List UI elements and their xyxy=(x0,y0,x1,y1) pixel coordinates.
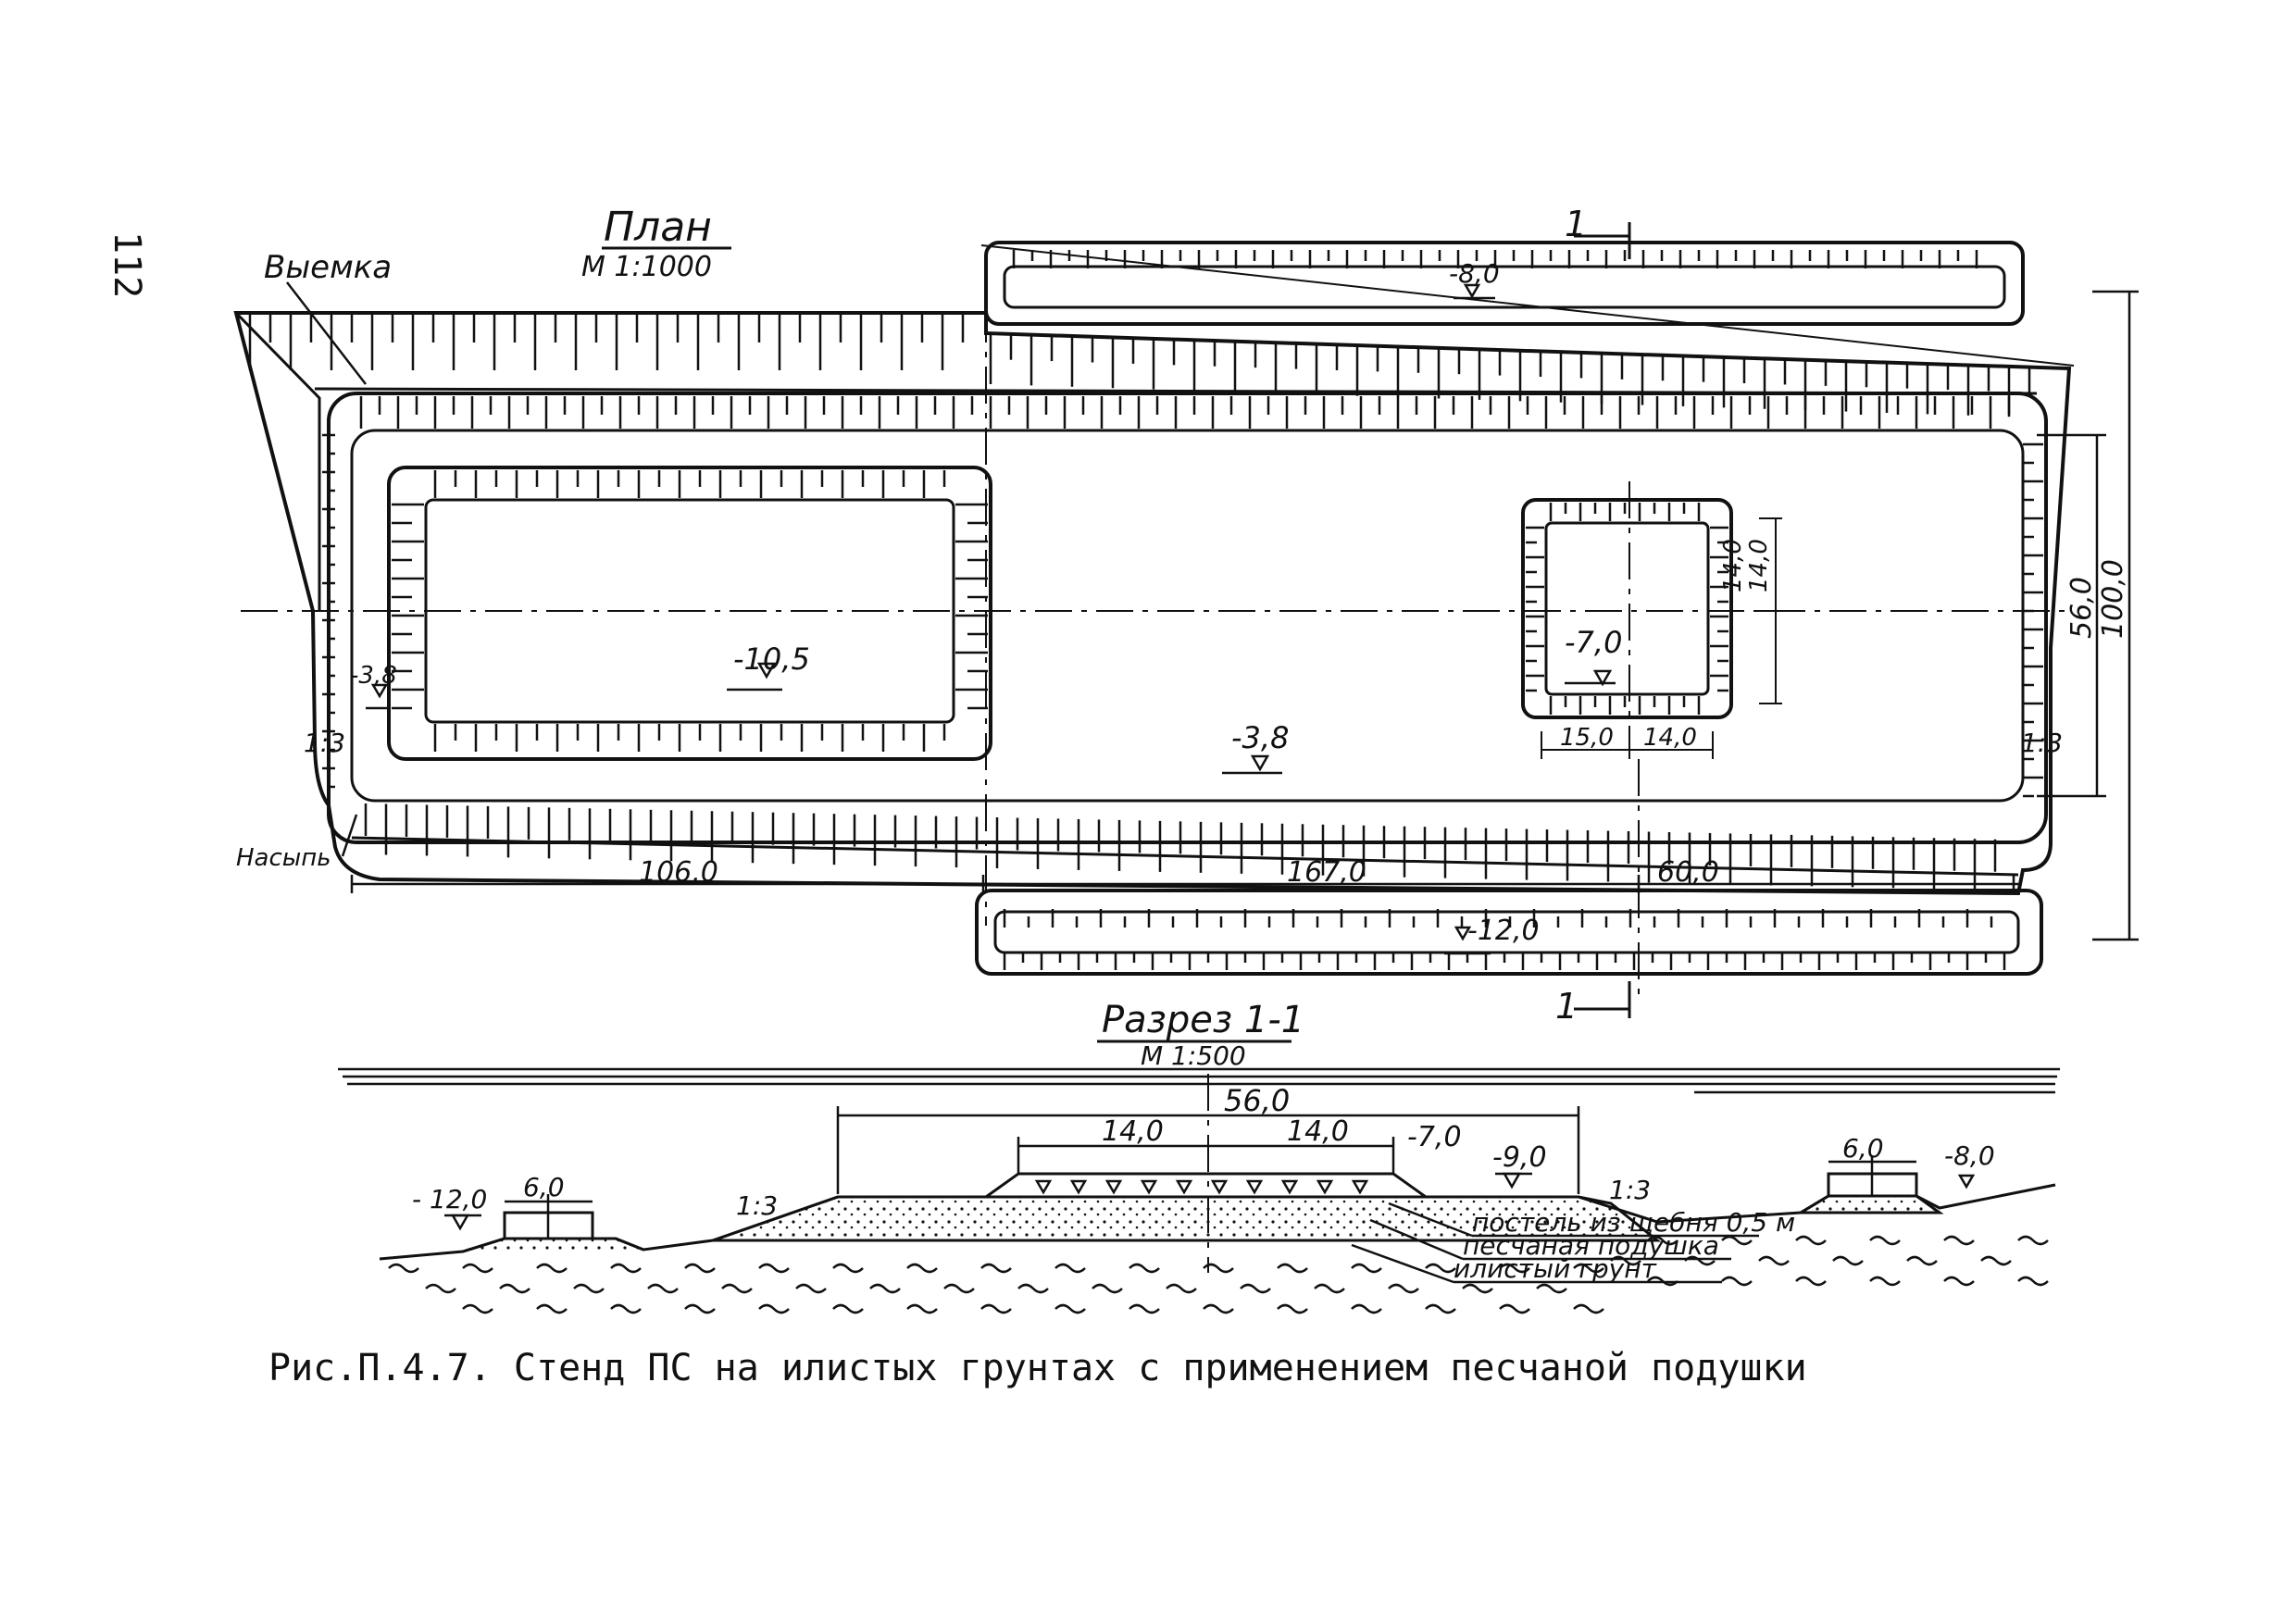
plan-top-channel xyxy=(984,241,2025,326)
plan-slope-right: 1:3 xyxy=(2021,728,2063,758)
dim-106: 106,0 xyxy=(639,856,718,889)
plan-hatch-top xyxy=(248,315,2031,417)
dim-56: 56,0 xyxy=(2065,577,2098,639)
plan-inner-rect xyxy=(350,429,2025,803)
leader-excavation xyxy=(286,281,367,385)
elev-right-pit: -7,0 xyxy=(1565,625,1622,660)
plan-hatch-bottom xyxy=(364,803,1997,890)
plan-outer-contour xyxy=(233,311,2072,896)
section-mark-top: 1 xyxy=(1565,204,1587,244)
plan-hatch-right xyxy=(2023,442,2043,798)
section-elev-7: -7,0 xyxy=(1407,1121,1462,1153)
section-water-surface xyxy=(338,1067,2060,1094)
dim-60: 60,0 xyxy=(1657,856,1719,889)
section-dim-56: 56,0 xyxy=(1224,1083,1290,1118)
page-number: 112 xyxy=(106,231,148,299)
crushed-stone-marks xyxy=(1034,1179,1369,1195)
section-elev-8: -8,0 xyxy=(1944,1140,1995,1171)
elev-center: -3,8 xyxy=(1231,720,1289,755)
label-fill: Насыпь xyxy=(236,844,331,872)
plan-main-rect xyxy=(327,392,2048,844)
section-title: Разрез 1-1 xyxy=(1102,999,1304,1041)
section-dims xyxy=(444,1106,1976,1284)
leader-fill xyxy=(341,814,358,857)
dim-pit-15: 15,0 xyxy=(1560,724,1614,752)
elev-left-small: -3,8 xyxy=(350,662,397,690)
section-slope-right: 1:3 xyxy=(1609,1175,1651,1205)
section-dim-6-left: 6,0 xyxy=(523,1172,565,1202)
dim-100: 100,0 xyxy=(2097,559,2129,639)
legend-silty-soil: илистый грунт xyxy=(1454,1253,1657,1284)
plan-scale: М 1:1000 xyxy=(581,251,712,283)
section-elev-12: - 12,0 xyxy=(412,1184,487,1214)
elev-left-pit: -10,5 xyxy=(733,641,810,677)
elev-top-channel: -8,0 xyxy=(1449,258,1500,289)
legend-crushed-stone: постель из щебня 0,5 м xyxy=(1472,1207,1795,1238)
plan-right-pit xyxy=(1521,498,1733,719)
plan-view: План М 1:1000 Выемка Насыпь 1 1 1:3 1:3 … xyxy=(233,204,2139,1027)
section-mark-bottom: 1 xyxy=(1555,986,1578,1027)
plan-bottom-channel xyxy=(975,889,2043,976)
plan-bottom-channel-hatch xyxy=(1003,909,2006,970)
section-dim-14b: 14,0 xyxy=(1287,1115,1349,1148)
plan-left-pit xyxy=(387,466,992,761)
dim-pit-14a: 14,0 xyxy=(1643,724,1697,752)
plan-right-pit-hatch xyxy=(1526,503,1728,715)
plan-left-pit-hatch xyxy=(392,470,988,752)
section-dim-6-right: 6,0 xyxy=(1842,1133,1884,1164)
plan-hatch-inner xyxy=(359,396,2011,429)
plan-left-slope-wedge xyxy=(234,311,321,611)
section-elev-9: -9,0 xyxy=(1492,1141,1547,1174)
plan-elevation-marks xyxy=(366,283,1616,955)
plan-slope-left: 1:3 xyxy=(304,728,345,758)
legend-sand-cushion: песчаная подушка xyxy=(1463,1230,1719,1261)
elev-bottom-channel: -12,0 xyxy=(1467,915,1540,947)
section-scale: М 1:500 xyxy=(1141,1040,1246,1071)
silty-soil xyxy=(388,1235,2049,1314)
dim-167: 167,0 xyxy=(1287,856,1366,889)
section-dim-14a: 14,0 xyxy=(1102,1115,1164,1148)
label-excavation: Выемка xyxy=(264,249,392,286)
section-marker-bottom xyxy=(1574,990,1631,1011)
figure-caption: Рис.П.4.7. Стенд ПС на илистых грунтах с… xyxy=(268,1347,1807,1389)
section-view: Разрез 1-1 М 1:500 xyxy=(338,999,2060,1314)
plan-hatch-left xyxy=(322,433,335,789)
dim-pit-14b: 14,0 xyxy=(1745,539,1773,592)
plan-title: План xyxy=(604,204,712,251)
dim-pit-14c: 14,0 xyxy=(1719,539,1747,592)
left-berm xyxy=(462,1237,644,1253)
section-slope-left: 1:3 xyxy=(736,1190,778,1221)
